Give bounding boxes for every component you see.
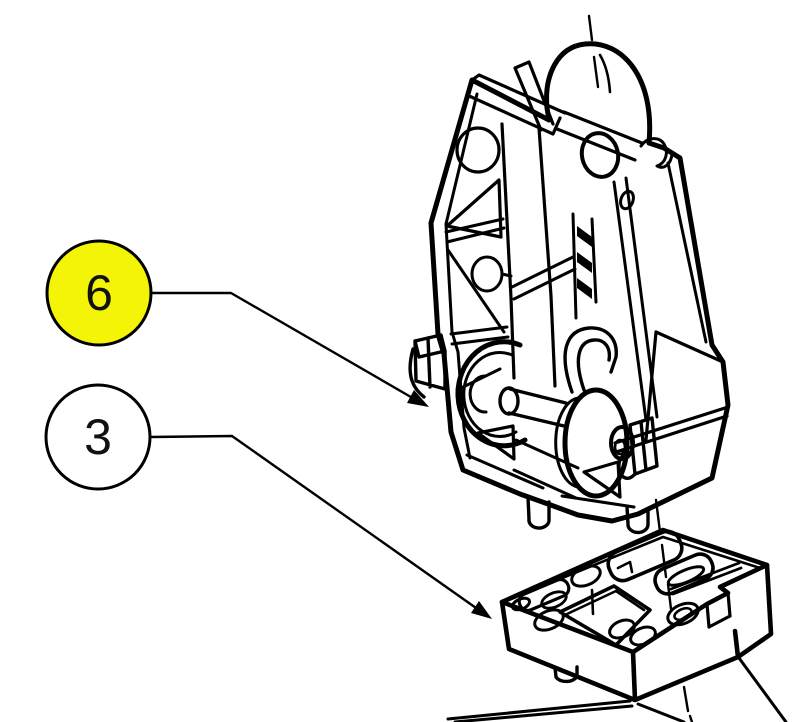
- side-panel-edges: [613, 330, 729, 454]
- left-roller-hub: [468, 374, 488, 414]
- left-roller-inner: [462, 351, 518, 438]
- ratchet-strip-rails: [571, 212, 598, 320]
- leader-3: [149, 434, 492, 619]
- leader-arrowhead-6: [407, 390, 429, 407]
- tension-rods: [612, 161, 708, 422]
- block-left-slot-hole: [540, 590, 568, 610]
- right-face-round-hole: [579, 131, 621, 179]
- latch-nub: [619, 189, 635, 211]
- block-hole-b: [533, 608, 565, 632]
- belt-flag: [563, 326, 618, 394]
- axle-shaft-cap: [498, 386, 520, 416]
- leader-6: [149, 291, 429, 407]
- boss-cylinder-end: [470, 255, 504, 293]
- block-top-slot-step: [616, 560, 634, 574]
- left-side-tab: [413, 333, 447, 391]
- lower-rail-lines: [446, 656, 788, 722]
- callout-balloon-3[interactable]: 3: [44, 383, 152, 491]
- callout-balloon-6[interactable]: 6: [45, 239, 153, 347]
- dome-inner-contour: [598, 53, 612, 94]
- left-face-triangle-opening: [445, 178, 503, 239]
- base-block-drawing: [499, 527, 774, 703]
- block-d-slot: [653, 552, 715, 596]
- axle-end-cap: [609, 425, 635, 461]
- right-roller-rim: [562, 387, 630, 499]
- block-hole-pair-1: [608, 618, 636, 640]
- bracket-outer-outline: [428, 41, 731, 524]
- left-roller-rim: [455, 339, 528, 449]
- axle-shaft: [507, 387, 568, 428]
- left-face-round-hole: [455, 126, 501, 174]
- block-hole-c: [510, 596, 532, 612]
- bottom-inner-edges: [465, 438, 636, 509]
- block-thin-slit: [669, 561, 743, 596]
- block-countersunk-inner: [673, 606, 693, 622]
- block-bottom-peg: [553, 665, 579, 684]
- leader-line-3: [149, 434, 488, 617]
- left-tab-hook-curve: [408, 347, 426, 399]
- block-top-slot: [606, 529, 684, 583]
- bracket-inner-left-edge: [444, 92, 479, 460]
- carriage-bracket-drawing: [408, 41, 731, 535]
- top-latch-hook: [639, 137, 674, 169]
- ratchet-teeth: [577, 226, 592, 299]
- top-cross-bar: [465, 60, 644, 162]
- balloon-3-label: 3: [84, 409, 112, 465]
- right-roller-inner: [554, 396, 583, 489]
- block-hole-pair-2: [629, 625, 657, 647]
- block-countersunk-outer: [666, 601, 700, 627]
- balloon-3-circle[interactable]: [44, 383, 152, 491]
- block-pocket-inner-walls: [565, 588, 646, 616]
- block-center-pocket: [558, 584, 652, 647]
- left-face-truss-ribs: [444, 217, 510, 392]
- block-left-slot: [517, 577, 571, 613]
- mid-rib: [510, 255, 577, 301]
- bottom-triangle-openings: [476, 424, 622, 499]
- center-pillar-edges: [500, 122, 557, 388]
- leader-line-6: [149, 291, 425, 406]
- boss-cylinder-edge: [500, 272, 513, 278]
- balloon-6-circle[interactable]: [45, 239, 153, 347]
- balloon-6-label: 6: [85, 265, 113, 321]
- block-hole-a: [570, 564, 602, 588]
- bottom-pegs: [526, 495, 650, 535]
- leader-arrowhead-3: [471, 601, 492, 619]
- block-step-notch-walls: [705, 591, 732, 629]
- centerline-dashes: [587, 14, 694, 722]
